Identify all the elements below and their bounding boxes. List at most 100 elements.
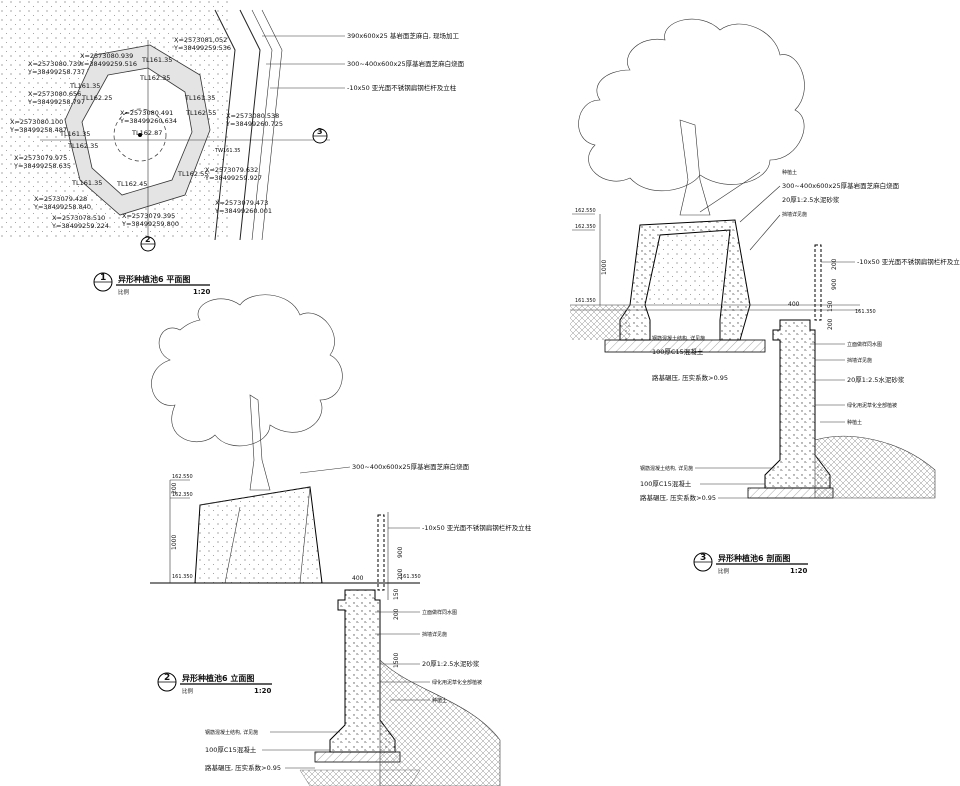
- level-label: TW161.35: [214, 148, 241, 154]
- coord-y: Y=38499258.487: [9, 126, 67, 134]
- elevation-callout: -10x50 亚光面不锈钢扁钢栏杆及立柱: [422, 523, 532, 532]
- coord-x: X=2573080.491: [120, 109, 173, 117]
- plan-scale-label: 比例: [118, 288, 130, 296]
- plan-number: 1: [100, 273, 106, 283]
- level-label: TL162.55: [185, 109, 216, 117]
- svg-text:400: 400: [352, 575, 364, 582]
- section-title-block: 3 异形种植池6 剖面图 比例 1:20: [693, 552, 808, 575]
- coord-x: X=2573080.939: [80, 52, 133, 60]
- planter-elevation: [194, 486, 323, 584]
- section-callout: 钢筋混凝土结构, 详见施: [640, 465, 693, 472]
- elevation-title: 异形种植池6 立面图: [182, 673, 254, 683]
- elevation-callout: 种植土: [432, 697, 447, 704]
- svg-text:1000: 1000: [171, 535, 178, 550]
- plan-levels: TL161.35 TL162.25 TL162.35 TL162.87 TL16…: [59, 56, 241, 188]
- elevation-callout: 300~400x600x25厚基岩面芝麻白烧面: [352, 462, 470, 471]
- section-callout: 100厚C15混凝土: [652, 347, 704, 356]
- planter-edge: [299, 486, 311, 584]
- svg-text:3: 3: [317, 127, 323, 136]
- coord-y: Y=38499259.800: [121, 220, 179, 228]
- level-label: TL162.45: [116, 180, 147, 188]
- elevation-callout: 挡墙详见施: [422, 631, 447, 638]
- planter-top-line: [199, 486, 311, 506]
- section-callout: 100厚C15混凝土: [640, 479, 692, 488]
- level-label: TL162.55: [177, 170, 208, 178]
- coord-x: X=2573080.100: [10, 118, 63, 126]
- coord-y: Y=38499258.635: [13, 162, 71, 170]
- svg-text:161.350: 161.350: [400, 574, 421, 580]
- planter-inner-outline: [81, 67, 193, 196]
- section-callouts: 种植土 300~400x600x25厚基岩面芝麻白烧面 20厚1:2.5水泥砂浆…: [640, 169, 960, 502]
- coord-x: X=2573080.739: [28, 60, 81, 68]
- tree-canopy-circle: [113, 108, 167, 162]
- plan-title-block: 1 异形种植池6 平面图 比例 1:20: [93, 272, 211, 296]
- section-callout: 钢筋混凝土结构, 详见施: [652, 335, 705, 342]
- coord-y: Y=38499258.840: [33, 203, 91, 211]
- coord-x: X=2573080.538: [226, 112, 279, 120]
- svg-text:161.350: 161.350: [172, 574, 193, 580]
- elevation-number: 2: [164, 673, 170, 683]
- boundary-line-c: [251, 9, 273, 241]
- section-callout: 种植土: [782, 169, 797, 176]
- coord-x: X=2573079.975: [14, 154, 67, 162]
- plan-title: 异形种植池6 平面图: [118, 274, 190, 284]
- level-label: TL161.35: [69, 82, 100, 90]
- elevation-callout: 钢筋混凝土结构, 详见施: [205, 729, 258, 736]
- compacted-subgrade: [299, 769, 421, 786]
- coord-y: Y=38499260.001: [214, 207, 272, 215]
- tree-canopy: [151, 294, 343, 447]
- elevation-view: 162.550 162.350 161.350 161.350 200 1000…: [150, 294, 532, 786]
- section-callout: -10x50 亚光面不锈钢扁钢栏杆及立柱: [857, 257, 960, 266]
- coord-x: X=2573079.632: [205, 166, 258, 174]
- elevation-callout: 路基碾压, 压实系数>0.95: [205, 763, 281, 772]
- level-label: TL161.35: [141, 56, 172, 64]
- soil-mass: [379, 659, 501, 786]
- elevation-title-block: 2 异形种植池6 立面图 比例 1:20: [157, 672, 272, 695]
- level-label: TL162.35: [67, 142, 98, 150]
- elevation-callout: 立面做样同水图: [422, 609, 457, 616]
- section-mark-3: 3: [312, 127, 328, 144]
- section-callout: 绿化用泥草化全部植被: [847, 402, 897, 409]
- plan-callouts: 390x600x25 基岩面芝麻白, 现场加工 300~400x600x25厚基…: [262, 31, 465, 92]
- railing-post-section: [814, 244, 822, 321]
- section-scale: 1:20: [790, 567, 808, 575]
- section-mark-2: 2: [140, 235, 156, 252]
- svg-text:2: 2: [145, 235, 151, 244]
- svg-text:1000: 1000: [601, 260, 608, 275]
- soil-mass-section: [814, 435, 936, 499]
- elevation-scale-label: 比例: [182, 687, 194, 695]
- svg-text:162.550: 162.550: [575, 208, 596, 214]
- svg-text:200: 200: [397, 568, 404, 580]
- coord-y: Y=38499258.797: [27, 98, 85, 106]
- plan-callout-1: 390x600x25 基岩面芝麻白, 现场加工: [347, 31, 459, 40]
- section-callout: 路基碾压, 压实系数>0.95: [640, 493, 716, 502]
- tree-trunk-section: [679, 119, 711, 216]
- coord-y: Y=38499260.725: [225, 120, 283, 128]
- level-label: TL162.35: [139, 74, 170, 82]
- coord-x: X=2573079.395: [122, 212, 175, 220]
- svg-text:400: 400: [788, 301, 800, 308]
- section-callout: 立面做样同水图: [847, 341, 882, 348]
- plan-coordinates: X=2573081.052 Y=38499259.536 X=2573080.7…: [9, 36, 283, 230]
- svg-text:150: 150: [827, 300, 834, 312]
- subgrade-left: [570, 305, 630, 340]
- section-scale-label: 比例: [718, 567, 730, 575]
- level-label: TL161.35: [59, 130, 90, 138]
- section-callout: 20厚1:2.5水泥砂浆: [782, 195, 840, 204]
- svg-text:1500: 1500: [393, 653, 400, 668]
- section-callout: 挡墙详见施: [847, 357, 872, 364]
- coord-y: Y=38499259.224: [51, 222, 109, 230]
- elevation-callout: 100厚C15混凝土: [205, 745, 257, 754]
- svg-text:161.350: 161.350: [575, 298, 596, 304]
- coord-y: Y=38499259.516: [79, 60, 137, 68]
- section-number: 3: [700, 553, 706, 563]
- railing-post: [377, 514, 385, 591]
- section-callout: 20厚1:2.5水泥砂浆: [847, 375, 905, 384]
- coord-x: X=2573078.510: [52, 214, 105, 222]
- planter-edge: [224, 506, 241, 584]
- section-callout: 种植土: [847, 419, 862, 426]
- coord-x: X=2573080.656: [28, 90, 81, 98]
- section-callout: 挡墙详见施: [782, 211, 807, 218]
- coord-y: Y=38499258.737: [27, 68, 85, 76]
- tree-center-point: [138, 133, 142, 137]
